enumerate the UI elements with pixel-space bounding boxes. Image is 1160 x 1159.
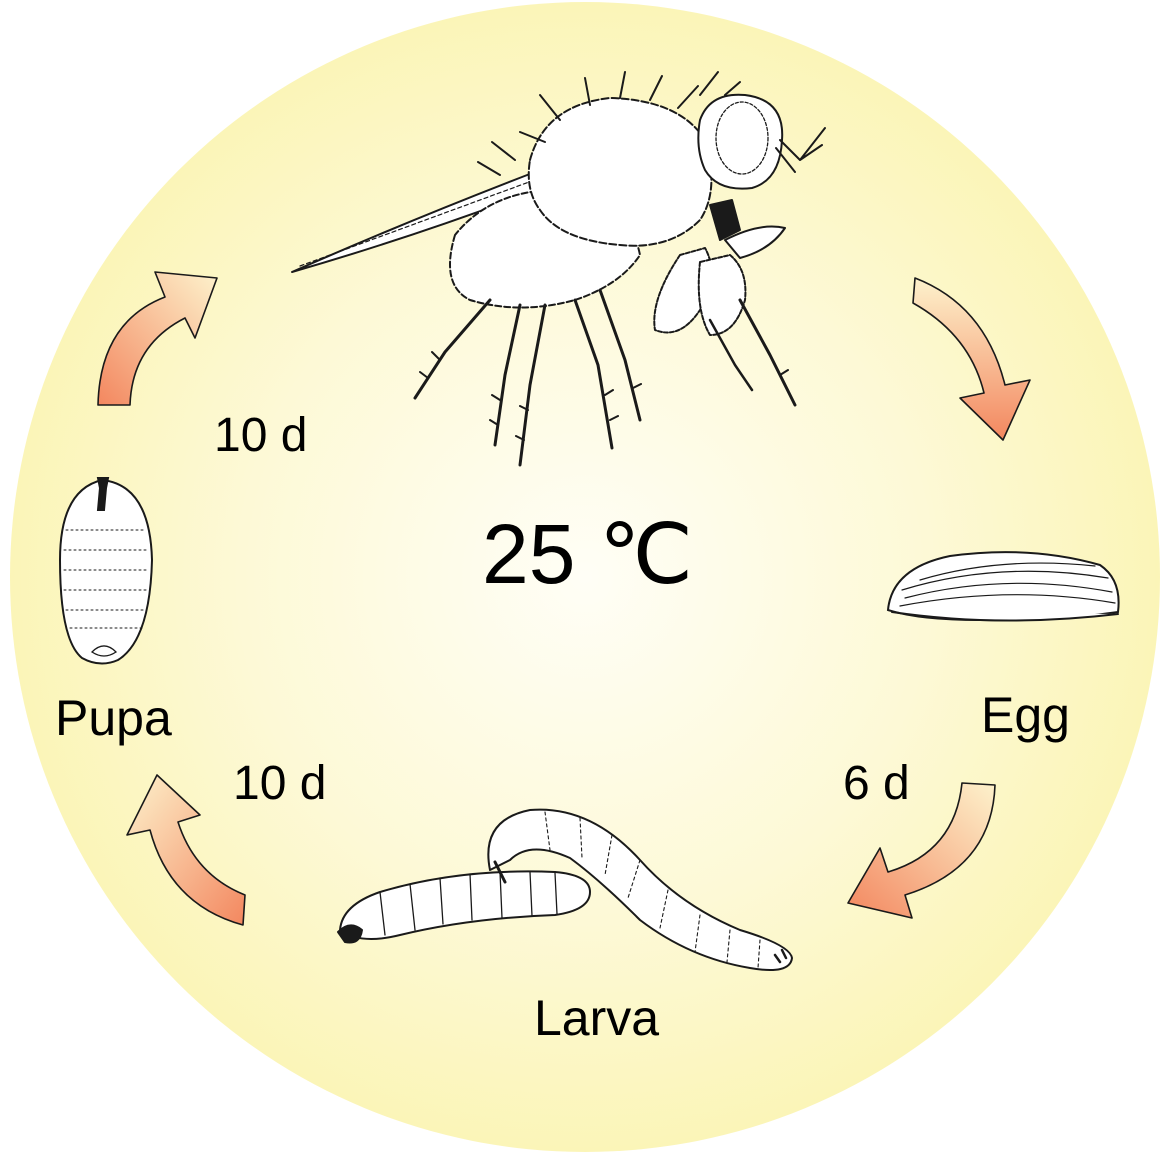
temperature-label: 25 ℃ bbox=[482, 512, 693, 596]
larva-to-pupa-duration: 10 d bbox=[233, 760, 326, 808]
pupa-icon bbox=[60, 478, 152, 664]
pupa-label: Pupa bbox=[55, 693, 172, 743]
egg-label: Egg bbox=[981, 690, 1070, 740]
egg-to-larva-duration: 6 d bbox=[843, 760, 910, 808]
pupa-to-adult-duration: 10 d bbox=[214, 412, 307, 460]
larva-label: Larva bbox=[534, 993, 659, 1043]
